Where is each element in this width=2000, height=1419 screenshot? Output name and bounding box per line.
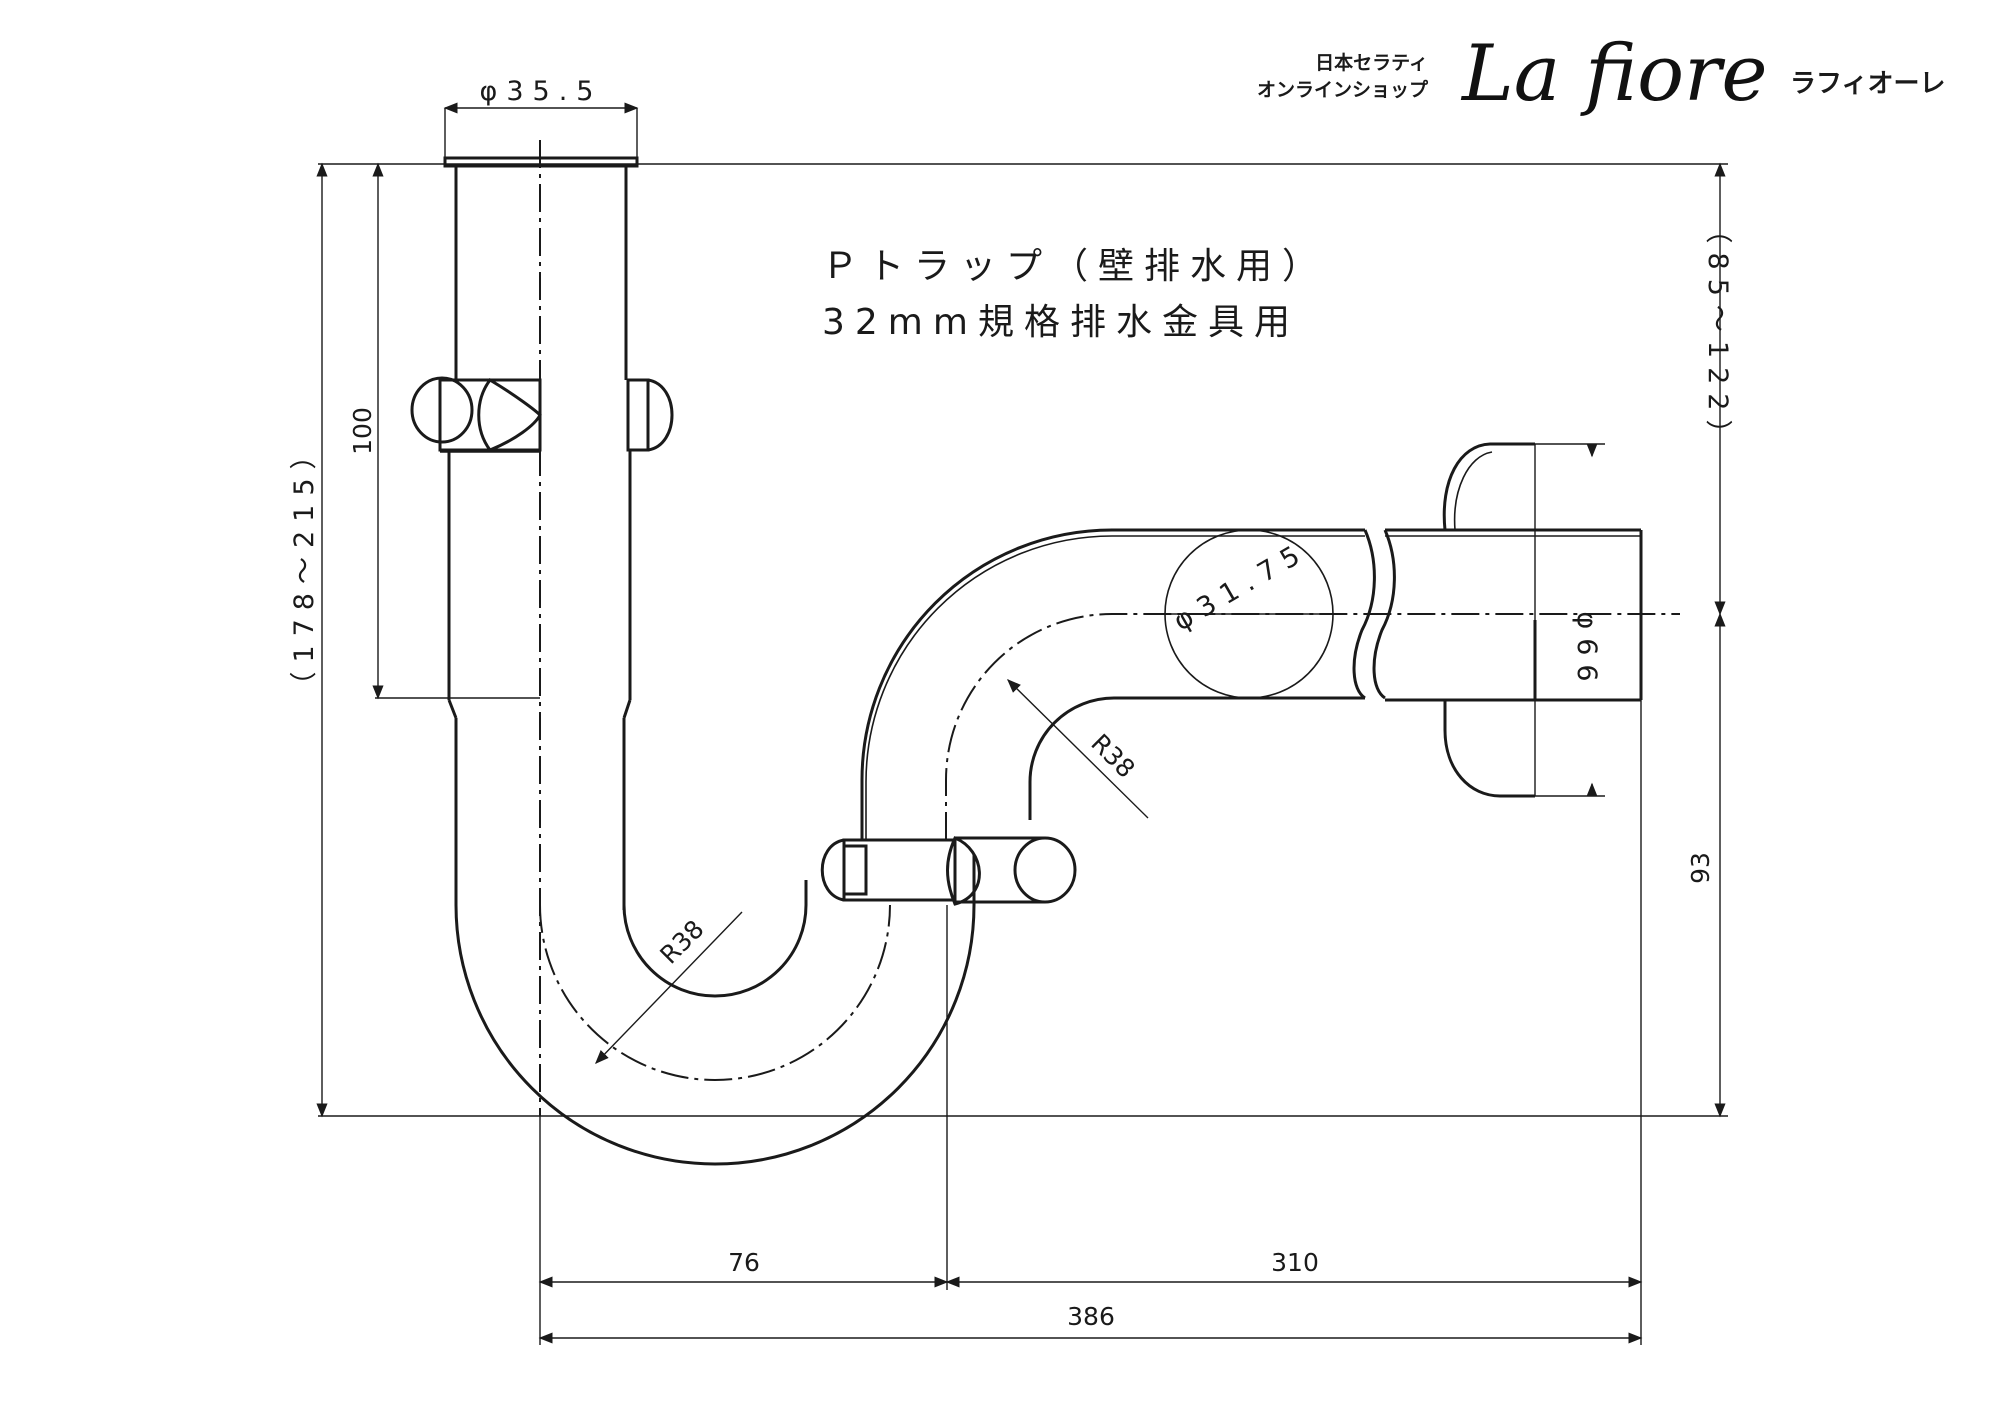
upper-slip-nut [410,376,674,453]
label-height-outlet: 93 [1686,852,1715,884]
label-bend-radius-upper: R38 [1085,728,1140,783]
brand-kana: ラフィオーレ [1790,69,1945,99]
label-flange-diameter: φ66 [1571,611,1602,690]
lower-slip-nut [820,836,1077,906]
label-height-wall: （85～122） [1702,217,1733,456]
label-width-total: 386 [1067,1302,1115,1331]
dimension-lines [316,102,1726,1344]
label-height-total: （178～215） [289,433,320,698]
wall-flange [1442,442,1537,798]
title-line-1: Ｐトラップ（壁排水用） [822,246,1328,287]
outlet-pipe [1352,528,1643,702]
label-inlet-diameter: φ35.5 [480,76,603,107]
trap-u-bend [454,855,976,1166]
brand-header: 日本セラティ オンラインショップ La fiore ラフィオーレ [1257,29,1946,119]
label-bend-radius-lower: R38 [654,914,709,969]
label-width-trap: 76 [728,1248,760,1277]
label-width-outlet: 310 [1271,1248,1319,1277]
label-height-inlet: 100 [348,407,377,455]
label-pipe-diameter: φ31.75 [1168,536,1313,637]
brand-line-1: 日本セラティ [1315,51,1428,74]
inlet-pipe [443,140,639,1116]
brand-line-2: オンラインショップ [1257,78,1429,101]
outlet-bend [860,528,1680,840]
extension-lines [318,108,1728,1345]
brand-logo: La fiore [1460,29,1768,119]
title-line-2: 32mm規格排水金具用 [822,302,1300,343]
